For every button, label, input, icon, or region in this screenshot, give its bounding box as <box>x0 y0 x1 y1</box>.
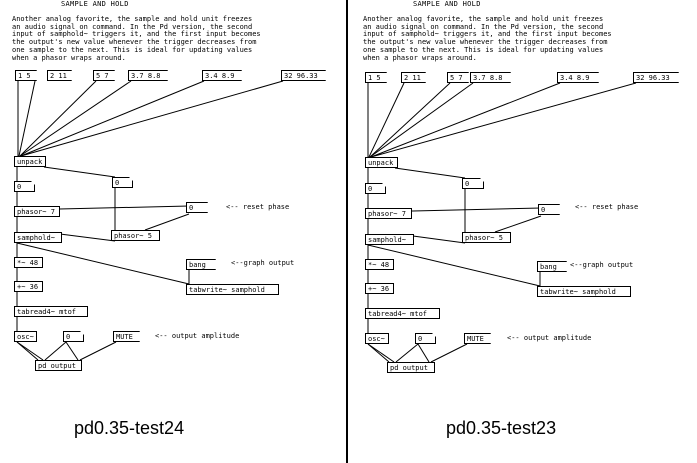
bang-message[interactable]: bang <box>537 261 567 272</box>
patch-title: SAMPLE AND HOLD <box>413 0 481 8</box>
osc-object[interactable]: osc~ <box>365 333 389 344</box>
number-box-amplitude[interactable]: 0 <box>63 331 84 342</box>
message-1-5[interactable]: 1 5 <box>15 70 37 81</box>
unpack-object[interactable]: unpack <box>14 156 46 167</box>
panel-divider <box>346 0 348 463</box>
phasor-7-object[interactable]: phasor~ 7 <box>14 206 60 217</box>
reset-phase-message[interactable]: 0 <box>186 202 208 213</box>
reset-phase-comment: <-- reset phase <box>226 203 290 211</box>
tabwrite-samphold-object[interactable]: tabwrite~ samphold <box>186 284 279 295</box>
mute-message[interactable]: MUTE <box>464 333 491 344</box>
mute-message[interactable]: MUTE <box>113 331 140 342</box>
unpack-object[interactable]: unpack <box>365 157 398 168</box>
reset-phase-message[interactable]: 0 <box>538 204 560 215</box>
message-3.4-8.9[interactable]: 3.4 8.9 <box>202 70 242 81</box>
patch-panel-left: SAMPLE AND HOLD Another analog favorite,… <box>0 0 346 463</box>
number-box-left-freq[interactable]: 0 <box>14 181 35 192</box>
patch-description: Another analog favorite, the sample and … <box>363 15 612 62</box>
bang-message[interactable]: bang <box>186 259 216 270</box>
tabwrite-samphold-object[interactable]: tabwrite~ samphold <box>537 286 631 297</box>
output-amplitude-comment: <-- output amplitude <box>155 332 240 340</box>
output-amplitude-comment: <-- output amplitude <box>507 334 592 342</box>
phasor-5-object[interactable]: phasor~ 5 <box>111 230 160 241</box>
number-box-trigger-freq[interactable]: 0 <box>112 177 133 188</box>
message-1-5[interactable]: 1 5 <box>365 72 387 83</box>
message-2-11[interactable]: 2 11 <box>401 72 426 83</box>
graph-output-comment: <--graph output <box>231 259 295 267</box>
multiply-48-object[interactable]: *~ 48 <box>14 257 43 268</box>
reset-phase-comment: <-- reset phase <box>575 203 639 211</box>
pd-output-subpatch[interactable]: pd output <box>387 362 435 373</box>
patch-cords <box>16 80 284 361</box>
phasor-7-object[interactable]: phasor~ 7 <box>365 208 412 219</box>
tabread4-mtof-object[interactable]: tabread4~ mtof <box>365 308 440 319</box>
samphold-object[interactable]: samphold~ <box>365 234 414 245</box>
message-5-7[interactable]: 5 7 <box>447 72 469 83</box>
add-36-object[interactable]: +~ 36 <box>365 283 394 294</box>
multiply-48-object[interactable]: *~ 48 <box>365 259 394 270</box>
number-box-amplitude[interactable]: 0 <box>415 333 436 344</box>
phasor-5-object[interactable]: phasor~ 5 <box>462 232 511 243</box>
message-3.7-8.8[interactable]: 3.7 8.8 <box>470 72 511 83</box>
tabread4-mtof-object[interactable]: tabread4~ mtof <box>14 306 88 317</box>
message-32-96.33[interactable]: 32 96.33 <box>281 70 326 81</box>
message-5-7[interactable]: 5 7 <box>93 70 115 81</box>
osc-object[interactable]: osc~ <box>14 331 37 342</box>
version-caption: pd0.35-test24 <box>74 418 185 438</box>
pd-output-subpatch[interactable]: pd output <box>35 360 82 371</box>
number-box-left-freq[interactable]: 0 <box>365 183 386 194</box>
patch-title: SAMPLE AND HOLD <box>61 0 129 8</box>
version-caption: pd0.35-test23 <box>446 418 557 438</box>
patch-description: Another analog favorite, the sample and … <box>12 15 261 62</box>
number-box-trigger-freq[interactable]: 0 <box>462 178 484 189</box>
graph-output-comment: <--graph output <box>570 261 634 269</box>
samphold-object[interactable]: samphold~ <box>14 232 62 243</box>
add-36-object[interactable]: +~ 36 <box>14 281 43 292</box>
patch-panel-right: SAMPLE AND HOLD Another analog favorite,… <box>349 0 697 463</box>
patch-cords <box>367 82 637 363</box>
message-3.7-8.8[interactable]: 3.7 8.8 <box>128 70 168 81</box>
message-2-11[interactable]: 2 11 <box>47 70 72 81</box>
message-32-96.33[interactable]: 32 96.33 <box>633 72 679 83</box>
message-3.4-8.9[interactable]: 3.4 8.9 <box>557 72 599 83</box>
